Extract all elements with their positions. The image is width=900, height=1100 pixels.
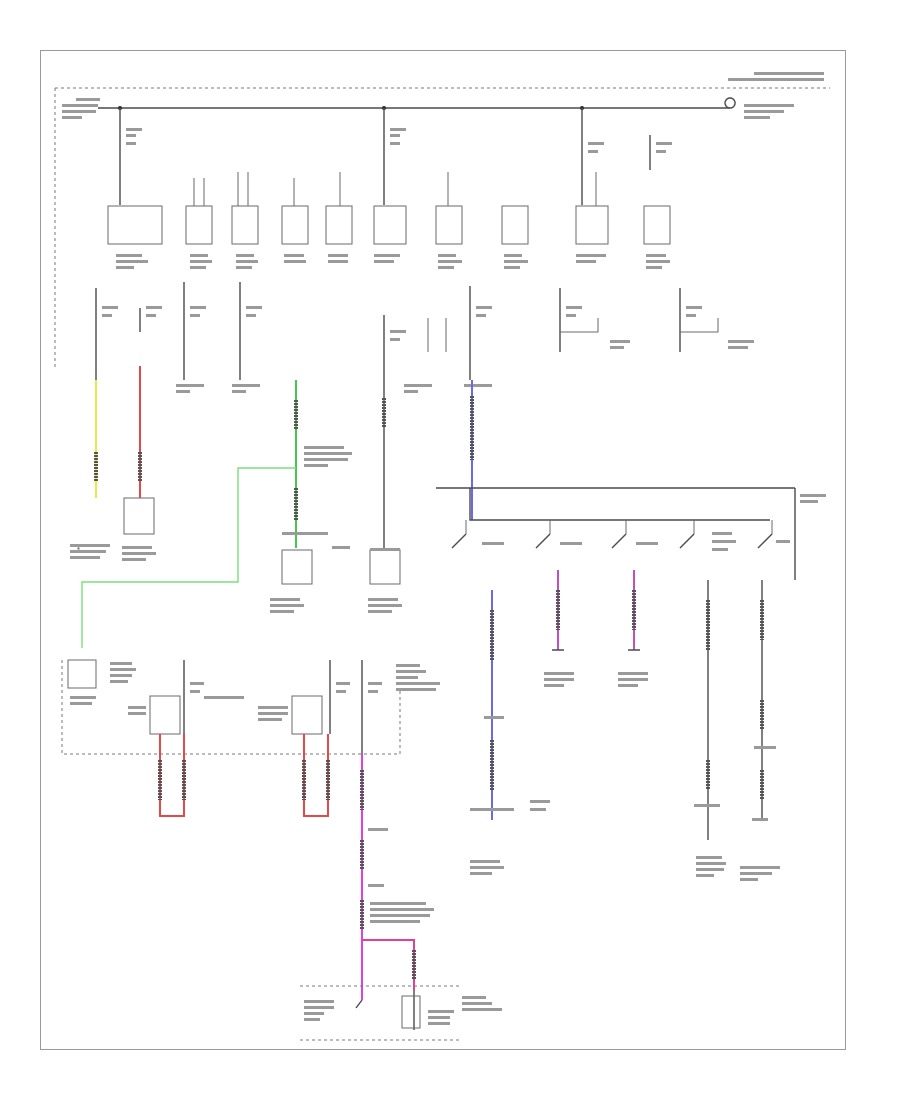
violet-wires (544, 570, 648, 687)
fuse-row-2 (95, 282, 492, 393)
green-wire (81, 380, 352, 648)
switch-bus (436, 487, 826, 580)
red-wire (122, 366, 156, 561)
fuse-drop-2 (383, 108, 406, 205)
lower-module-box (61, 659, 440, 755)
fuse-drop-4 (649, 135, 672, 170)
header-label (728, 72, 824, 81)
red-loops (158, 734, 330, 817)
module-input-stubs (193, 172, 597, 206)
gray-wire-center (368, 380, 402, 613)
relay-right-1 (559, 288, 630, 352)
blue-wire (470, 380, 550, 875)
bus-end-connector (724, 97, 794, 119)
fuse-drop-1 (119, 108, 142, 205)
pink-wire (360, 754, 434, 1000)
fuse-drop-3 (581, 108, 604, 205)
module-labels (116, 254, 670, 269)
power-source-label (62, 98, 100, 119)
relay-right-2 (679, 288, 754, 352)
module-block-row (107, 205, 671, 245)
gray-wires-right (694, 580, 780, 881)
diagram-frame (40, 50, 846, 1050)
yellow-wire (70, 380, 110, 559)
bottom-module (300, 985, 502, 1041)
